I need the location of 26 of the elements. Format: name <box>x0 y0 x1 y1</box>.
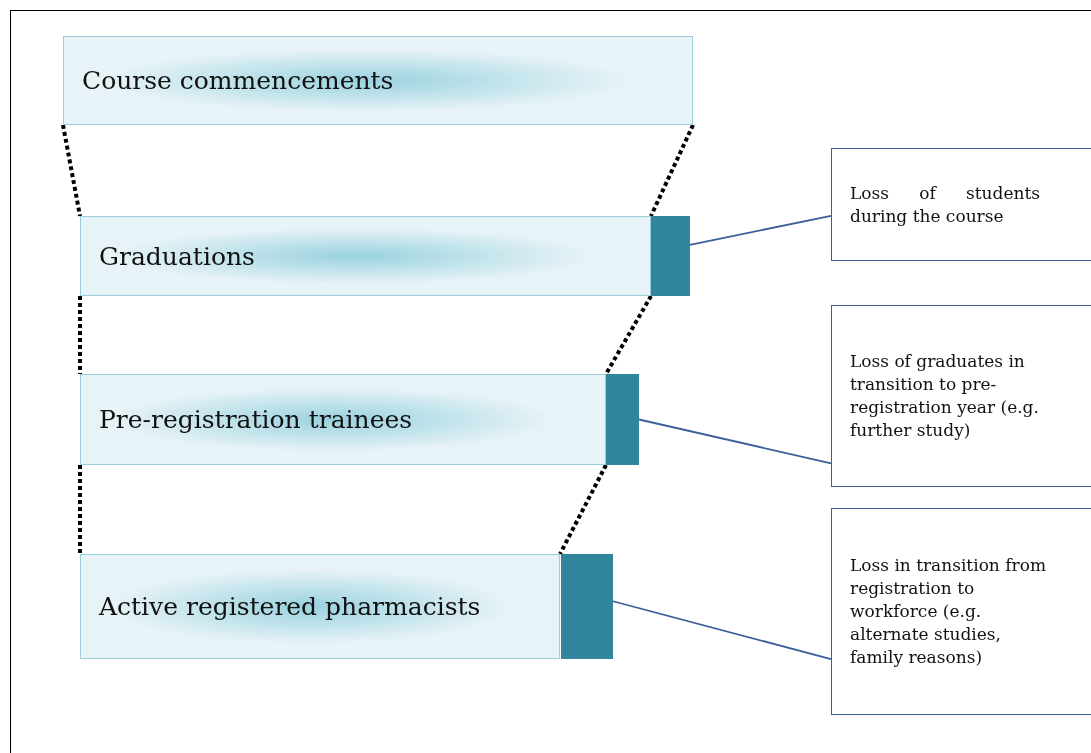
callout-box <box>831 508 1091 715</box>
dotted-funnel-line <box>649 124 695 217</box>
dotted-funnel-line <box>78 465 82 554</box>
stage-label: Active registered pharmacists <box>99 592 481 621</box>
leader-line <box>612 600 832 660</box>
callout-text: Loss in transition from registration to workforce (e.g. alternate studies, family reasons) <box>850 554 1047 669</box>
dotted-funnel-line <box>78 296 82 374</box>
callout-box <box>831 305 1091 487</box>
callout-box <box>831 148 1091 261</box>
funnel-stage-box <box>63 36 693 125</box>
callout-text: Loss of graduates in transition to pre-registration year (e.g. further study) <box>850 350 1040 442</box>
loss-bar <box>561 554 613 659</box>
dotted-funnel-line <box>61 124 82 217</box>
loss-bar <box>651 216 690 296</box>
loss-bar <box>606 374 639 465</box>
dotted-funnel-line <box>558 464 608 555</box>
funnel-stage-box <box>80 374 606 465</box>
funnel-stage-box <box>80 554 560 659</box>
stage-label: Course commencements <box>82 66 394 95</box>
leader-line <box>638 418 832 465</box>
callout-text: Loss of students during the course <box>850 181 1040 228</box>
stage-label: Graduations <box>99 241 255 271</box>
funnel-stage-box <box>80 216 651 296</box>
stage-label: Pre-registration trainees <box>99 405 413 434</box>
leader-line <box>689 214 832 246</box>
dotted-funnel-line <box>604 295 653 375</box>
